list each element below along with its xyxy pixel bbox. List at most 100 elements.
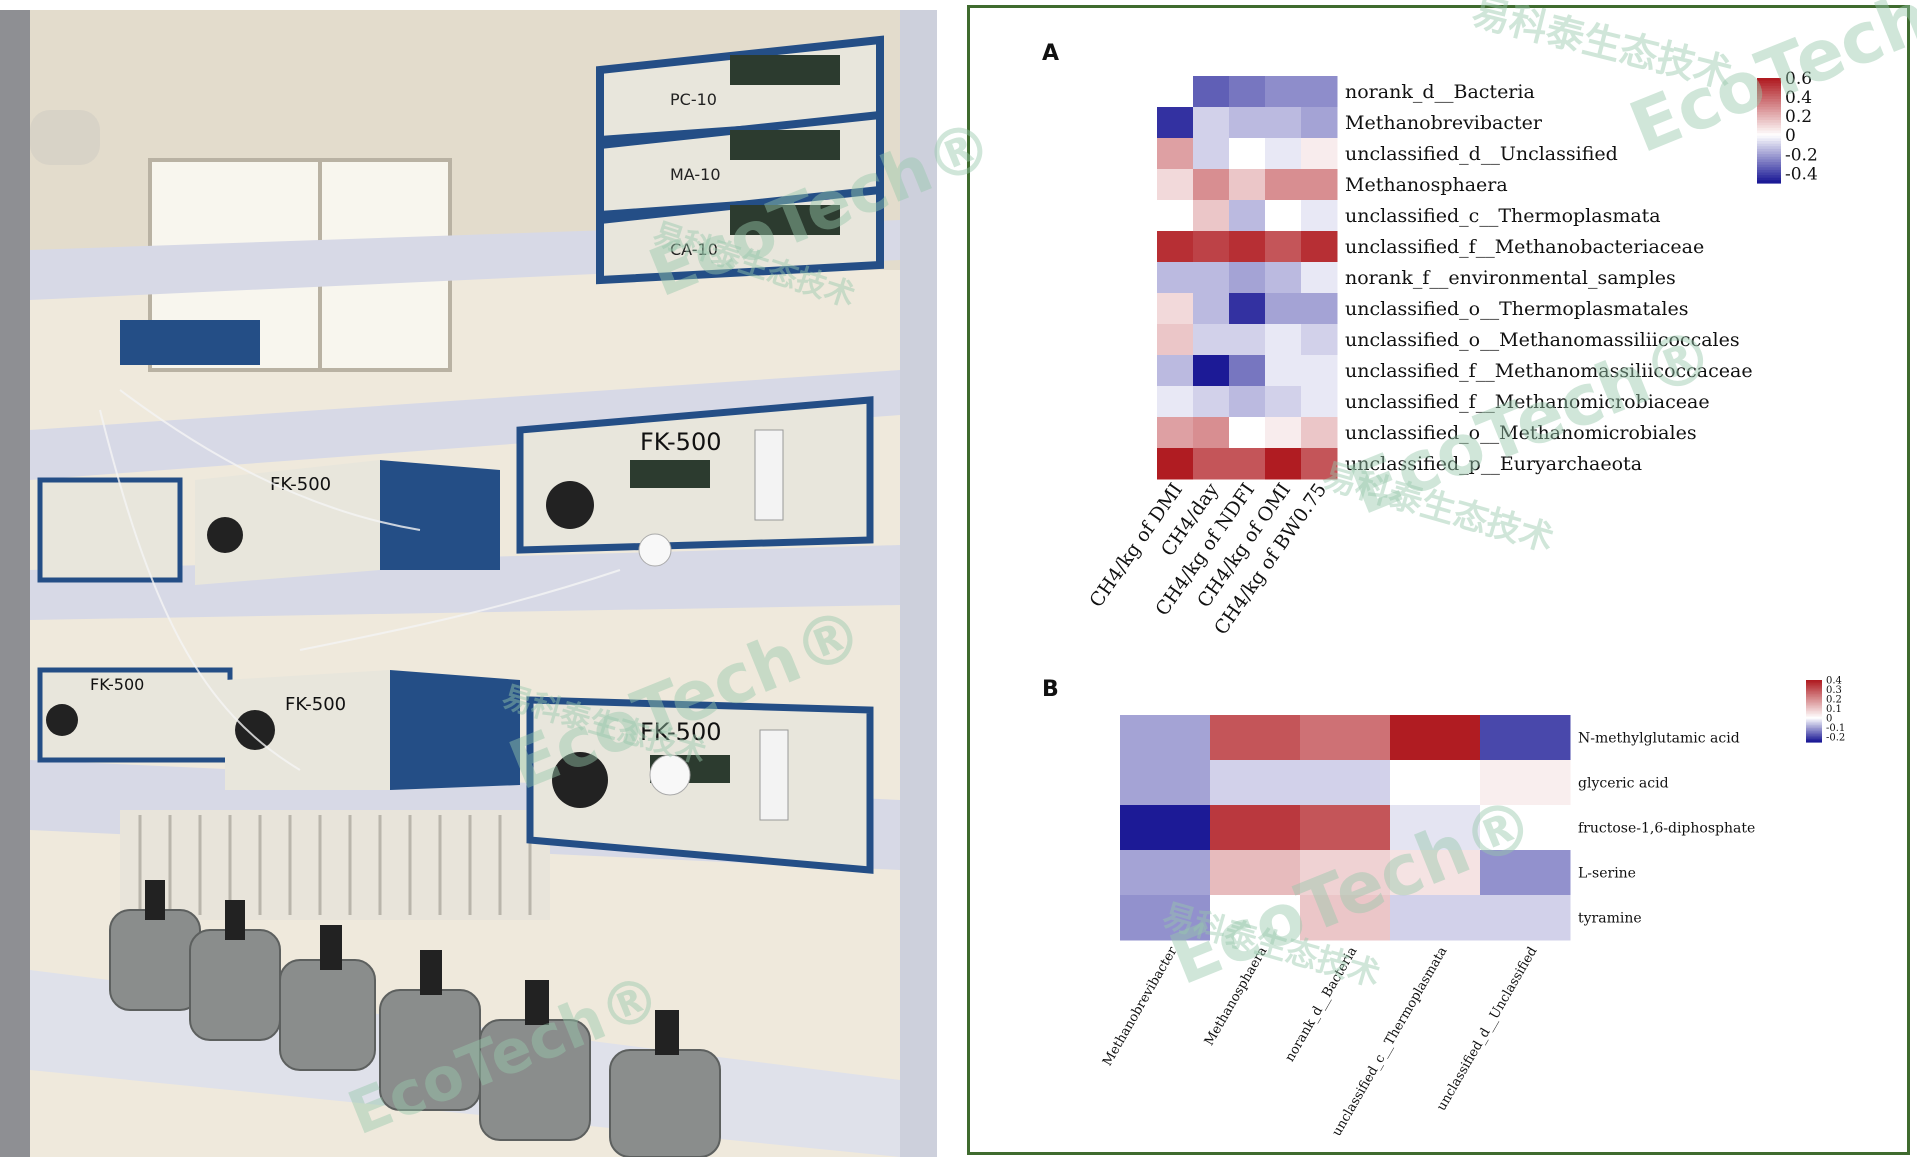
heatmap-b-col-label: norank_d__Bacteria — [1283, 944, 1361, 1064]
heatmap-a-cell — [1265, 200, 1302, 232]
heatmap-a-cell — [1229, 293, 1266, 325]
heatmap-a-cell — [1265, 386, 1302, 418]
heatmap-a-cell — [1265, 355, 1302, 387]
heatmap-a-row-label: Methanobrevibacter — [1345, 112, 1543, 134]
heatmap-a-legend-swatch — [1757, 127, 1781, 132]
heatmap-a-cell — [1301, 76, 1338, 108]
heatmap-b-cell — [1120, 805, 1211, 851]
heatmap-a-cell — [1157, 107, 1194, 139]
heatmap-a-row-label: norank_f__environmental_samples — [1345, 267, 1676, 289]
heatmap-a-cell — [1193, 293, 1230, 325]
heatmap-a-legend-swatch — [1757, 159, 1781, 163]
heatmap-b-legend-swatch — [1806, 720, 1822, 723]
heatmap-a-row-label: unclassified_f__Methanomicrobiaceae — [1345, 391, 1710, 413]
heatmap-a-legend-swatch — [1757, 156, 1781, 160]
heatmap-a-cell — [1229, 76, 1266, 108]
heatmap-a-cell — [1193, 355, 1230, 387]
heatmap-a-legend-swatch — [1757, 138, 1781, 142]
heatmap-a-row-label: Methanosphaera — [1345, 174, 1508, 196]
heatmap-a-row-label: unclassified_d__Unclassified — [1345, 143, 1618, 165]
heatmap-b-cell — [1120, 760, 1211, 806]
heatmap-b-legend-swatch — [1806, 703, 1822, 706]
heatmap-b-legend-swatch — [1806, 715, 1822, 718]
heatmap-a-cell — [1157, 355, 1194, 387]
fk500-label-2: FK-500 — [640, 428, 722, 456]
heatmap-a-cell — [1229, 200, 1266, 232]
gas-traps — [109, 909, 721, 1157]
heatmap-a-row-label: unclassified_o__Methanomassiliicoccales — [1345, 329, 1740, 351]
heatmap-a-legend-swatch — [1757, 172, 1781, 176]
heatmap-a-cell — [1193, 200, 1230, 232]
heatmap-b-legend-swatch — [1806, 728, 1822, 731]
heatmap-a-legend-swatch — [1757, 122, 1781, 126]
heatmap-b-legend-tick: 0 — [1826, 714, 1832, 725]
heatmap-a-legend-swatch — [1757, 180, 1781, 184]
heatmap-b-cell — [1120, 850, 1211, 896]
heatmap-b-legend-tick: -0.2 — [1826, 733, 1845, 744]
heatmap-a-legend-swatch — [1757, 101, 1781, 105]
heatmap-b-legend-swatch — [1806, 684, 1822, 687]
heatmap-b-legend-swatch — [1806, 690, 1822, 693]
heatmap-a-cell — [1193, 417, 1230, 449]
heatmap-a-legend-swatch — [1757, 148, 1781, 153]
heatmap-b-cell — [1390, 850, 1481, 896]
heatmap-a-legend-swatch — [1757, 120, 1781, 124]
heatmap-a-legend-swatch — [1757, 91, 1781, 95]
heatmap-a-row-label: unclassified_o__Thermoplasmatales — [1345, 298, 1689, 320]
heatmap-a-cell — [1229, 417, 1266, 449]
heatmap-a-row-label: unclassified_o__Methanomicrobiales — [1345, 422, 1697, 444]
heatmap-a-legend-swatch — [1757, 88, 1781, 92]
fk500-label-3: FK-500 — [90, 675, 144, 694]
heatmap-a-legend-tick: -0.4 — [1785, 164, 1818, 184]
heatmap-a-legend-swatch — [1757, 162, 1781, 166]
heatmap-a-cell — [1193, 262, 1230, 294]
heatmap-b-legend-swatch — [1806, 738, 1822, 742]
heatmap-a-cell — [1229, 355, 1266, 387]
heatmap-a-legend-swatch — [1757, 85, 1781, 90]
heatmap-b-cell — [1300, 715, 1391, 761]
panel-b-label: B — [1042, 677, 1059, 702]
heatmap-b-col-label: unclassified_d__Unclassified — [1434, 945, 1540, 1114]
heatmap-b-row-label: fructose-1,6-diphosphate — [1578, 820, 1755, 836]
heatmap-a-legend-swatch — [1757, 117, 1781, 121]
heatmap-b-legend-swatch — [1806, 729, 1822, 732]
analyzer-pc10-label: PC-10 — [670, 90, 717, 109]
heatmap-a-cell — [1265, 262, 1302, 294]
heatmap-b-legend-swatch — [1806, 680, 1822, 683]
heatmap-a-cell — [1157, 76, 1194, 108]
heatmap-a-cell — [1157, 138, 1194, 170]
heatmap-b-legend-swatch — [1806, 723, 1822, 726]
heatmap-b-legend-swatch — [1806, 734, 1822, 737]
heatmap-a-row-label: unclassified_c__Thermoplasmata — [1345, 205, 1661, 227]
heatmap-b-legend-swatch — [1806, 706, 1822, 709]
heatmap-a-cell — [1265, 293, 1302, 325]
heatmap-a-row-label: unclassified_f__Methanomassiliicoccaceae — [1345, 360, 1753, 382]
heatmap-b-cell — [1390, 760, 1481, 806]
heatmap-a-cell — [1265, 76, 1302, 108]
correlation-heatmaps: A norank_d__BacteriaMethanobrevibacterun… — [1042, 41, 1845, 1140]
fk500-label-5: FK-500 — [640, 718, 722, 746]
heatmap-b-cell — [1210, 805, 1301, 851]
heatmap-a-cell — [1265, 169, 1302, 201]
heatmap-a-cell — [1157, 386, 1194, 418]
heatmap-b-legend-swatch — [1806, 686, 1822, 689]
heatmap-b-legend-tick: 0.4 — [1826, 676, 1842, 687]
heatmap-b-cell — [1390, 715, 1481, 761]
heatmap-b-legend-swatch — [1806, 726, 1822, 729]
heatmap-a-cell — [1157, 417, 1194, 449]
heatmap-b-legend-swatch — [1806, 712, 1822, 715]
heatmap-a-cell — [1193, 448, 1230, 480]
heatmap-a-cell — [1157, 262, 1194, 294]
heatmap-b-legend-swatch — [1806, 711, 1822, 714]
heatmap-b-cell — [1300, 760, 1391, 806]
heatmap-b-cell — [1120, 895, 1211, 941]
heatmap-b-legend-swatch — [1806, 695, 1822, 698]
heatmap-a-cell — [1193, 107, 1230, 139]
heatmap-a-legend-swatch — [1757, 106, 1781, 111]
heatmap-a-cell — [1157, 324, 1194, 356]
heatmap-b-legend-swatch — [1806, 717, 1822, 720]
heatmap-a-legend-tick: 0.2 — [1785, 107, 1812, 127]
heatmap-a-cell — [1265, 107, 1302, 139]
